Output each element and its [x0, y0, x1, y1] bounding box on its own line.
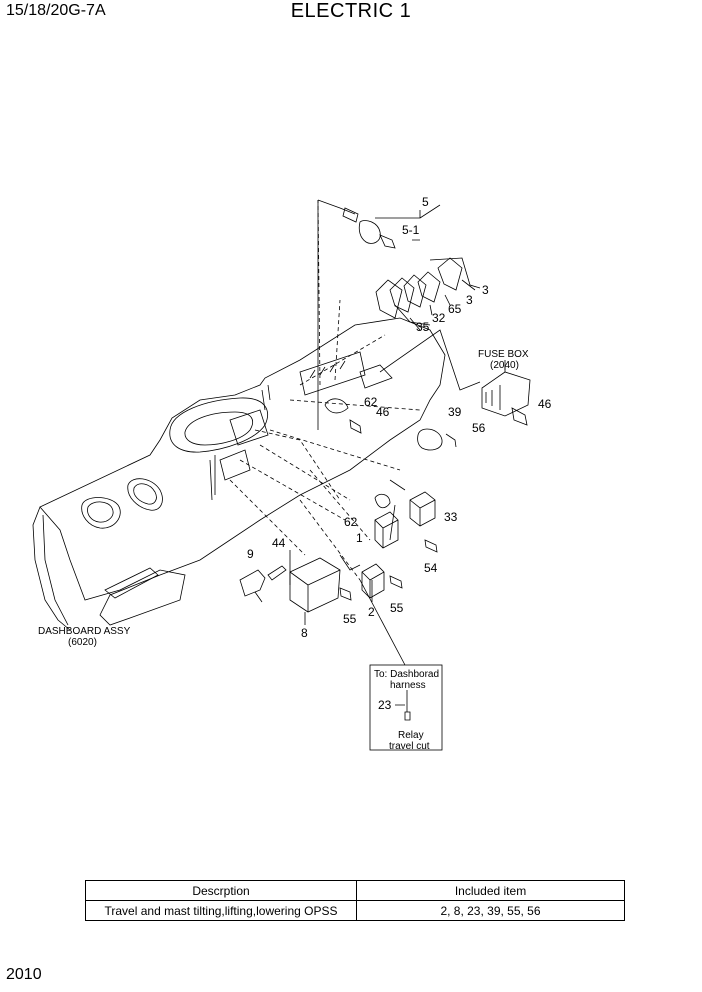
dashboard-code: (6020) [68, 637, 97, 648]
table-header-row: Descrption Included item [85, 880, 625, 901]
callout-33: 33 [444, 510, 458, 524]
dashboard-outline [39, 317, 446, 626]
part-relay-1 [374, 511, 399, 549]
callout-56: 56 [472, 421, 486, 435]
part-clamp [324, 398, 349, 414]
description-cell: Travel and mast tilting,lifting,lowering… [85, 900, 357, 921]
included-parts-table: Descrption Included item Travel and mast… [85, 880, 625, 921]
callout-65: 65 [448, 302, 462, 316]
dashboard-vent-2 [127, 478, 163, 511]
callout-5-1: 5-1 [402, 223, 420, 237]
dashboard-left-panel [32, 506, 71, 631]
callout-9: 9 [247, 547, 254, 561]
column-header-description: Descrption [85, 880, 357, 901]
fuse-box-code: (2040) [490, 360, 519, 371]
callout-1: 1 [356, 531, 363, 545]
callout-55: 55 [343, 612, 357, 626]
included-items-cell: 2, 8, 23, 39, 55, 56 [356, 900, 625, 921]
harness-note-line2: harness [390, 680, 426, 691]
fuse-box-label: FUSE BOX [478, 349, 529, 360]
page-title: ELECTRIC 1 [290, 0, 412, 22]
harness-note-box [369, 664, 443, 751]
callout-39: 39 [448, 405, 462, 419]
callout-62: 62 [364, 395, 378, 409]
part-rocker-switches [375, 257, 463, 319]
callout-35: 35 [416, 320, 430, 334]
page-number: 2010 [6, 966, 42, 983]
callout-2: 2 [368, 605, 375, 619]
relay-label-line1: Relay [398, 730, 424, 741]
part-relay-2 [361, 563, 385, 599]
callout-5: 5 [422, 195, 429, 209]
part-control-box [289, 557, 341, 613]
callout-8: 8 [301, 626, 308, 640]
dashboard-bottom-slot [104, 567, 159, 599]
callout-3: 3 [466, 293, 473, 307]
callout-55: 55 [390, 601, 404, 615]
callout-44: 44 [272, 536, 286, 550]
callout-62: 62 [344, 515, 358, 529]
dashboard-switch-slot [299, 351, 366, 396]
column-header-included-item: Included item [356, 880, 625, 901]
part-ignition-switch [342, 207, 396, 249]
model-code: 15/18/20G-7A [6, 2, 106, 19]
callout-46: 46 [376, 405, 390, 419]
relay-label-line2: travel cut [389, 741, 430, 752]
callout-23: 23 [378, 698, 392, 712]
harness-note-line1: To: Dashborad [374, 669, 439, 680]
part-fuse-box [481, 371, 531, 417]
dashboard-label: DASHBOARD ASSY [38, 626, 131, 637]
callout-3: 3 [482, 283, 489, 297]
part-relay-33 [409, 491, 436, 527]
callout-32: 32 [432, 311, 446, 325]
part-switch-9 [239, 569, 266, 603]
callout-54: 54 [424, 561, 438, 575]
part-buzzer [417, 428, 443, 451]
table-row: Travel and mast tilting,lifting,lowering… [85, 900, 625, 921]
dashboard-vent-1 [81, 497, 121, 529]
callout-46: 46 [538, 397, 552, 411]
